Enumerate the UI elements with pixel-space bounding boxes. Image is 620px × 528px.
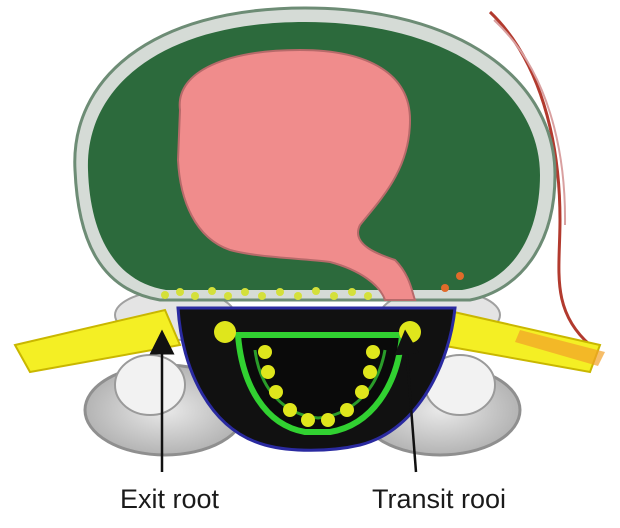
exit-root-label: Exit root: [120, 486, 219, 513]
transit-root-label: Transit rooi: [372, 486, 506, 513]
